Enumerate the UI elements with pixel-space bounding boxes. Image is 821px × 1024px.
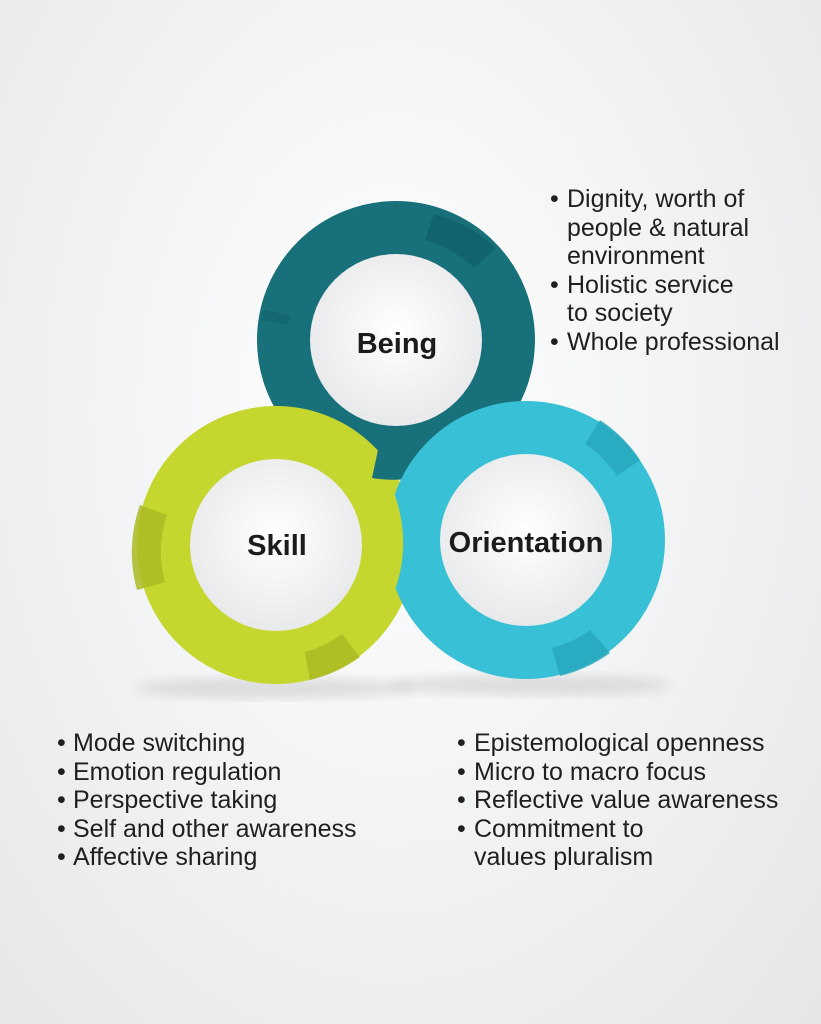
orientation-ring bbox=[387, 401, 665, 679]
being-center bbox=[310, 254, 482, 426]
list-item: Holistic service to society bbox=[550, 271, 815, 328]
being-ring bbox=[257, 201, 535, 479]
being-ring-segment bbox=[425, 214, 496, 268]
list-item: Self and other awareness bbox=[57, 815, 417, 844]
list-item: Mode switching bbox=[57, 729, 417, 758]
list-item: Affective sharing bbox=[57, 843, 417, 872]
orientation-label: Orientation bbox=[449, 527, 604, 559]
list-item: Micro to macro focus bbox=[457, 758, 817, 787]
orientation-center bbox=[440, 454, 612, 626]
skill-ring bbox=[131, 406, 415, 684]
being-bullet-list: Dignity, worth of people & natural envir… bbox=[550, 185, 815, 357]
list-item: Whole professional bbox=[550, 328, 815, 357]
list-item: Epistemological openness bbox=[457, 729, 817, 758]
skill-ring-segment bbox=[305, 634, 360, 680]
orientation-ring-band bbox=[387, 401, 665, 679]
being-ring-segment bbox=[262, 310, 290, 325]
skill-ring-overlap bbox=[355, 488, 404, 620]
list-item: Emotion regulation bbox=[57, 758, 417, 787]
orientation-bullet-list: Epistemological openness Micro to macro … bbox=[457, 729, 817, 872]
skill-center bbox=[190, 459, 362, 631]
orientation-ring-segment bbox=[585, 420, 640, 476]
ring-shadow bbox=[135, 678, 415, 698]
list-item: Perspective taking bbox=[57, 786, 417, 815]
skill-ring-segment bbox=[131, 505, 167, 590]
skill-label: Skill bbox=[247, 530, 307, 562]
list-item: Reflective value awareness bbox=[457, 786, 817, 815]
orientation-ring-segment bbox=[552, 630, 610, 676]
being-ring-band bbox=[257, 201, 535, 479]
list-item: Commitment to values pluralism bbox=[457, 815, 817, 872]
ring-shadow bbox=[390, 675, 670, 695]
skill-bullet-list: Mode switching Emotion regulation Perspe… bbox=[57, 729, 417, 872]
being-label: Being bbox=[357, 328, 438, 360]
list-item: Dignity, worth of people & natural envir… bbox=[550, 185, 815, 271]
